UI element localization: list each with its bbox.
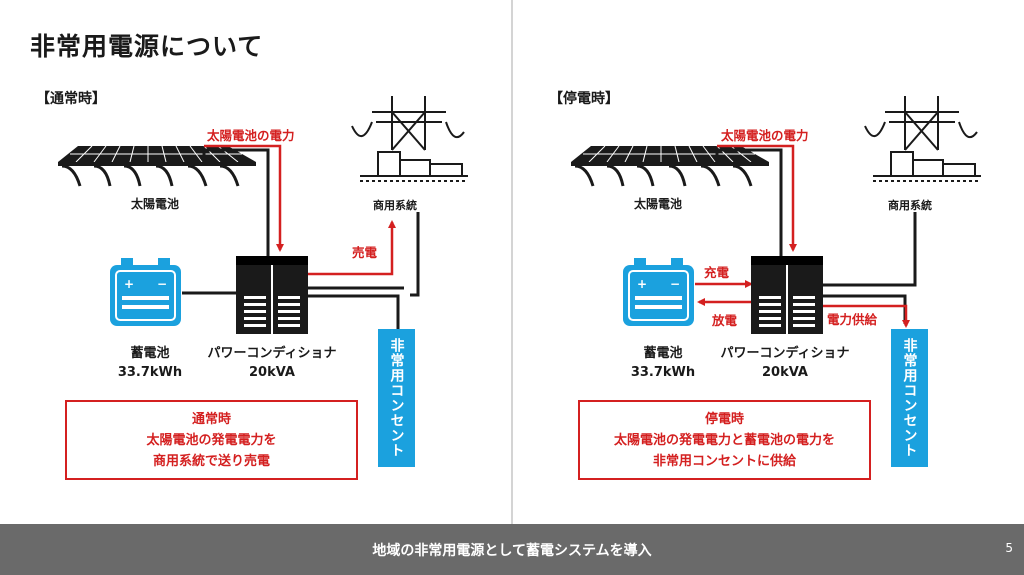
- power-conditioner-icon: [236, 256, 308, 334]
- normal-grid-label: 商用系統: [373, 199, 417, 212]
- normal-pcs-label: パワーコンディショナ 20kVA: [207, 346, 337, 380]
- outage-mode-label: 【停電時】: [549, 91, 619, 107]
- normal-battery-label: 蓄電池 33.7kWh: [117, 346, 183, 380]
- page-title: 非常用電源について: [30, 32, 264, 61]
- outage-charge-label: 充電: [704, 265, 730, 280]
- battery-icon: + −: [623, 258, 694, 326]
- outage-diagram: + −: [571, 96, 981, 334]
- solar-panel-icon: [571, 145, 769, 187]
- normal-summary-box: 通常時 太陽電池の発電電力を 商用系統で送り売電: [65, 400, 358, 480]
- outage-battery-label: 蓄電池 33.7kWh: [630, 346, 696, 380]
- normal-mode-label: 【通常時】: [36, 91, 106, 107]
- svg-text:+: +: [124, 277, 134, 291]
- svg-text:−: −: [670, 277, 680, 291]
- footer-bar: 地域の非常用電源として蓄電システムを導入 5: [0, 524, 1024, 575]
- outage-emergency-outlet: 非常用コンセント: [891, 329, 928, 467]
- outage-solar-power-label: 太陽電池の電力: [721, 128, 809, 143]
- outage-solar-label: 太陽電池: [633, 197, 682, 211]
- outage-pcs-label: パワーコンディショナ 20kVA: [720, 346, 850, 380]
- normal-panel: + − 【通常時】 太陽電池の電力 太陽電池 商用系統 売電 蓄電池 33.7k…: [0, 0, 512, 524]
- outage-grid-label: 商用系統: [888, 199, 932, 212]
- normal-solar-power-label: 太陽電池の電力: [207, 128, 295, 143]
- panel-divider: [511, 0, 513, 524]
- outage-panel: + − 【停電時】 太陽電池の電力 太陽電池 商用系統 充電 放電 電力供給 蓄…: [513, 0, 1024, 524]
- normal-emergency-outlet: 非常用コンセント: [378, 329, 415, 467]
- svg-text:+: +: [637, 277, 647, 291]
- grid-tower-icon: [864, 96, 981, 182]
- solar-panel-icon: [58, 145, 256, 187]
- page-number: 5: [1005, 541, 1013, 555]
- grid-tower-icon: [351, 96, 468, 182]
- outage-discharge-label: 放電: [712, 313, 738, 328]
- outage-supply-label: 電力供給: [827, 312, 878, 327]
- normal-sell-label: 売電: [352, 245, 378, 260]
- svg-text:−: −: [157, 277, 167, 291]
- footer-text: 地域の非常用電源として蓄電システムを導入: [372, 543, 652, 559]
- outage-summary-box: 停電時 太陽電池の発電電力と蓄電池の電力を 非常用コンセントに供給: [578, 400, 871, 480]
- normal-diagram: + −: [58, 96, 468, 334]
- battery-icon: + −: [110, 258, 181, 326]
- normal-solar-label: 太陽電池: [130, 197, 179, 211]
- power-conditioner-icon: [751, 256, 823, 334]
